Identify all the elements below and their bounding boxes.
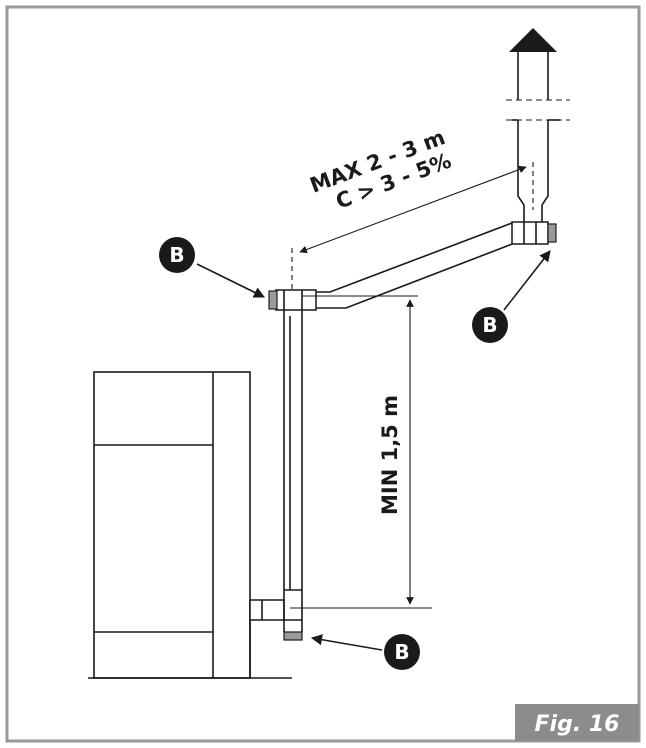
min-height-dimension: MIN 1,5 m: [290, 295, 432, 609]
top-tee-cap: [547, 223, 557, 243]
exhaust-direction-arrow: [509, 28, 557, 52]
callout-b-top-tee: B: [472, 250, 551, 343]
min-height-label: MIN 1,5 m: [378, 395, 402, 515]
figure-caption-box: Fig. 16: [515, 704, 639, 741]
stove-body: [88, 371, 292, 679]
callout-b-upper-tee: B: [159, 237, 266, 298]
callout-b-bottom-cap: B: [310, 634, 420, 670]
vertical-flue-pipe: [249, 296, 303, 641]
figure-caption: Fig. 16: [535, 712, 620, 737]
bottom-inspection-cap: [283, 631, 303, 641]
chimney-stack: [506, 28, 570, 210]
svg-text:B: B: [394, 640, 409, 664]
svg-text:B: B: [169, 243, 184, 267]
upper-tee-cap: [268, 290, 278, 310]
figure-frame: [5, 5, 641, 743]
svg-text:B: B: [482, 313, 497, 337]
slope-length-dimension: MAX 2 - 3 m C > 3 - 5%: [291, 125, 527, 290]
